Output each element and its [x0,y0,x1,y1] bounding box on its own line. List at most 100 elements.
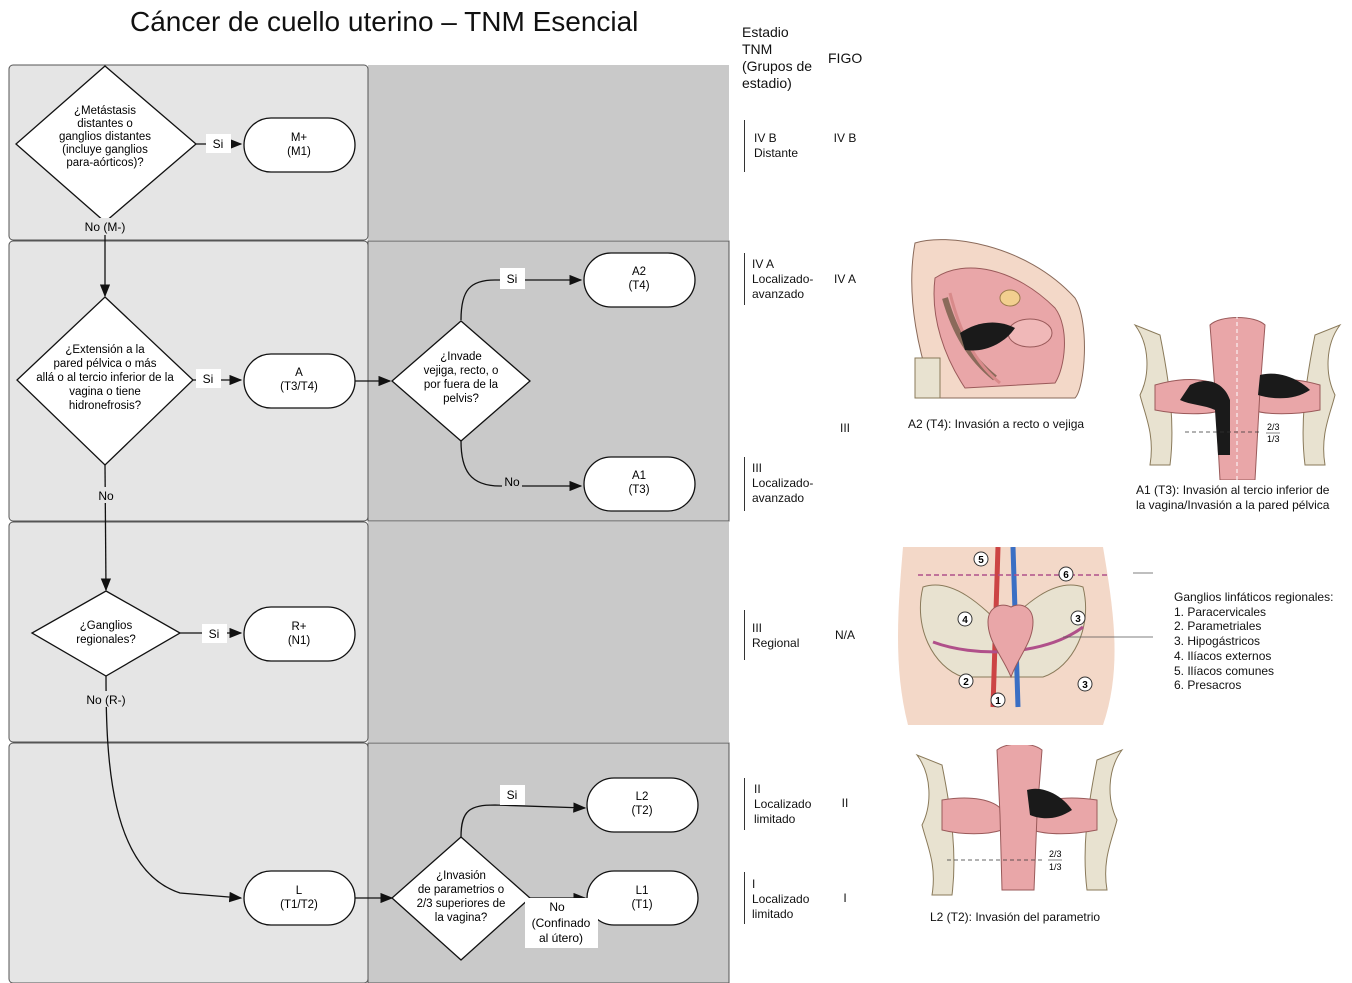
figo-header: FIGO [828,50,862,67]
svg-text:3: 3 [1075,614,1081,625]
coronal-uterus-l2-illustration: 2/3 1/3 [912,745,1127,905]
text-line: A2 [632,266,646,278]
outcome-l: L (T1/T2) [244,871,355,925]
text-line: R+ [291,621,306,633]
svg-text:Si: Si [203,372,214,386]
sagittal-pelvis-illustration [905,238,1090,408]
outcome-a2: A2 (T4) [584,253,695,307]
figo-ivb: IV B [815,131,875,145]
svg-text:Si: Si [507,788,518,802]
text-line: hidronefrosis? [69,400,141,412]
svg-text:No: No [98,489,114,503]
text-line: 2/3 superiores de [417,898,506,910]
edge-label-si: Si [206,134,231,153]
stage-tnm-header: Estadio TNM (Grupos de estadio) [742,24,812,92]
svg-text:1: 1 [995,696,1001,707]
pelvic-lymph-nodes-illustration: 1 2 3 3 4 5 6 [893,547,1153,725]
svg-text:5: 5 [978,555,984,566]
svg-text:No (R-): No (R-) [86,693,125,707]
text-line: vagina o tiene [69,386,141,398]
svg-text:2: 2 [963,677,969,688]
text-line: ¿Extensión a la [65,344,145,356]
text-line: allá o al tercio inferior de la [36,372,174,384]
outcome-l1: L1 (T1) [587,871,698,925]
text-line: pared pélvica o más [54,358,157,370]
figo-ii: II [815,796,875,810]
text-line: L [296,885,303,897]
text-line: regionales? [76,634,135,646]
figo-na: N/A [815,628,875,642]
svg-text:2/3: 2/3 [1049,849,1062,859]
text-line: ¿Ganglios [80,620,133,632]
outcome-m1: M+ (M1) [244,118,355,172]
text-line: (T1/T2) [280,899,318,911]
stage-iii-advanced: IIILocalizado-avanzado [752,461,813,506]
caption-a1: A1 (T3): Invasión al tercio inferior del… [1136,483,1329,513]
svg-text:3: 3 [1082,680,1088,691]
text-line: (T3) [628,484,649,496]
figo-i: I [815,891,875,905]
text-line: distantes o [77,118,133,130]
text-line: ganglios distantes [59,131,151,143]
caption-l2: L2 (T2): Invasión del parametrio [930,910,1100,925]
figo-iii: III [815,421,875,435]
svg-text:1/3: 1/3 [1049,862,1062,872]
svg-text:Si: Si [213,137,224,151]
text-line: (T3/T4) [280,381,318,393]
lymph-node-legend: Ganglios linfáticos regionales: 1. Parac… [1174,590,1333,693]
text-line: (M1) [287,146,311,158]
text-line: M+ [291,132,308,144]
text-line: ¿Invade [440,351,482,363]
text-line: para-aórticos)? [66,157,143,169]
text-line: al útero) [539,931,583,945]
text-line: vejiga, recto, o [424,365,499,377]
text-line: (incluye ganglios [62,144,148,156]
svg-text:No: No [504,475,520,489]
text-line: por fuera de la [424,379,499,391]
text-line: la vagina? [435,912,487,924]
text-line: (T1) [631,899,652,911]
svg-text:No: No [549,900,565,914]
text-line: (Confinado [532,916,591,930]
svg-text:Si: Si [507,272,518,286]
svg-text:1/3: 1/3 [1267,434,1280,444]
text-line: ¿Metástasis [74,105,136,117]
svg-text:2/3: 2/3 [1267,422,1280,432]
edge-label-si: Si [500,268,525,289]
svg-text:6: 6 [1063,570,1069,581]
figo-iva: IV A [815,272,875,286]
svg-text:No (M-): No (M-) [85,220,126,234]
caption-a2: A2 (T4): Invasión a recto o vejiga [908,417,1084,432]
edge-label-si: Si [202,624,227,643]
text-line: L2 [636,791,649,803]
text-line: A1 [632,470,646,482]
coronal-uterus-a1-illustration: 2/3 1/3 [1130,315,1345,480]
text-line: (T4) [628,280,649,292]
text-line: L1 [636,885,649,897]
text-line: ¿Invasión [436,870,486,882]
edge-label-no: No [502,475,522,491]
outcome-r: R+ (N1) [244,607,355,661]
edge-label-no-m: No (M-) [82,218,129,235]
edge-label-no: No [95,487,117,503]
text-line: (N1) [288,635,311,647]
outcome-l2: L2 (T2) [587,778,698,832]
text-line: (T2) [631,805,652,817]
svg-text:4: 4 [962,615,968,626]
edge-label-si: Si [196,369,221,388]
edge-label-no-r: No (R-) [84,691,129,707]
outcome-a1: A1 (T3) [584,457,695,511]
text-line: de parametrios o [418,884,504,896]
edge-label-si: Si [500,785,525,805]
svg-text:Si: Si [209,627,220,641]
outcome-a: A(T3/T4) [244,354,355,408]
text-line: pelvis? [443,393,479,405]
